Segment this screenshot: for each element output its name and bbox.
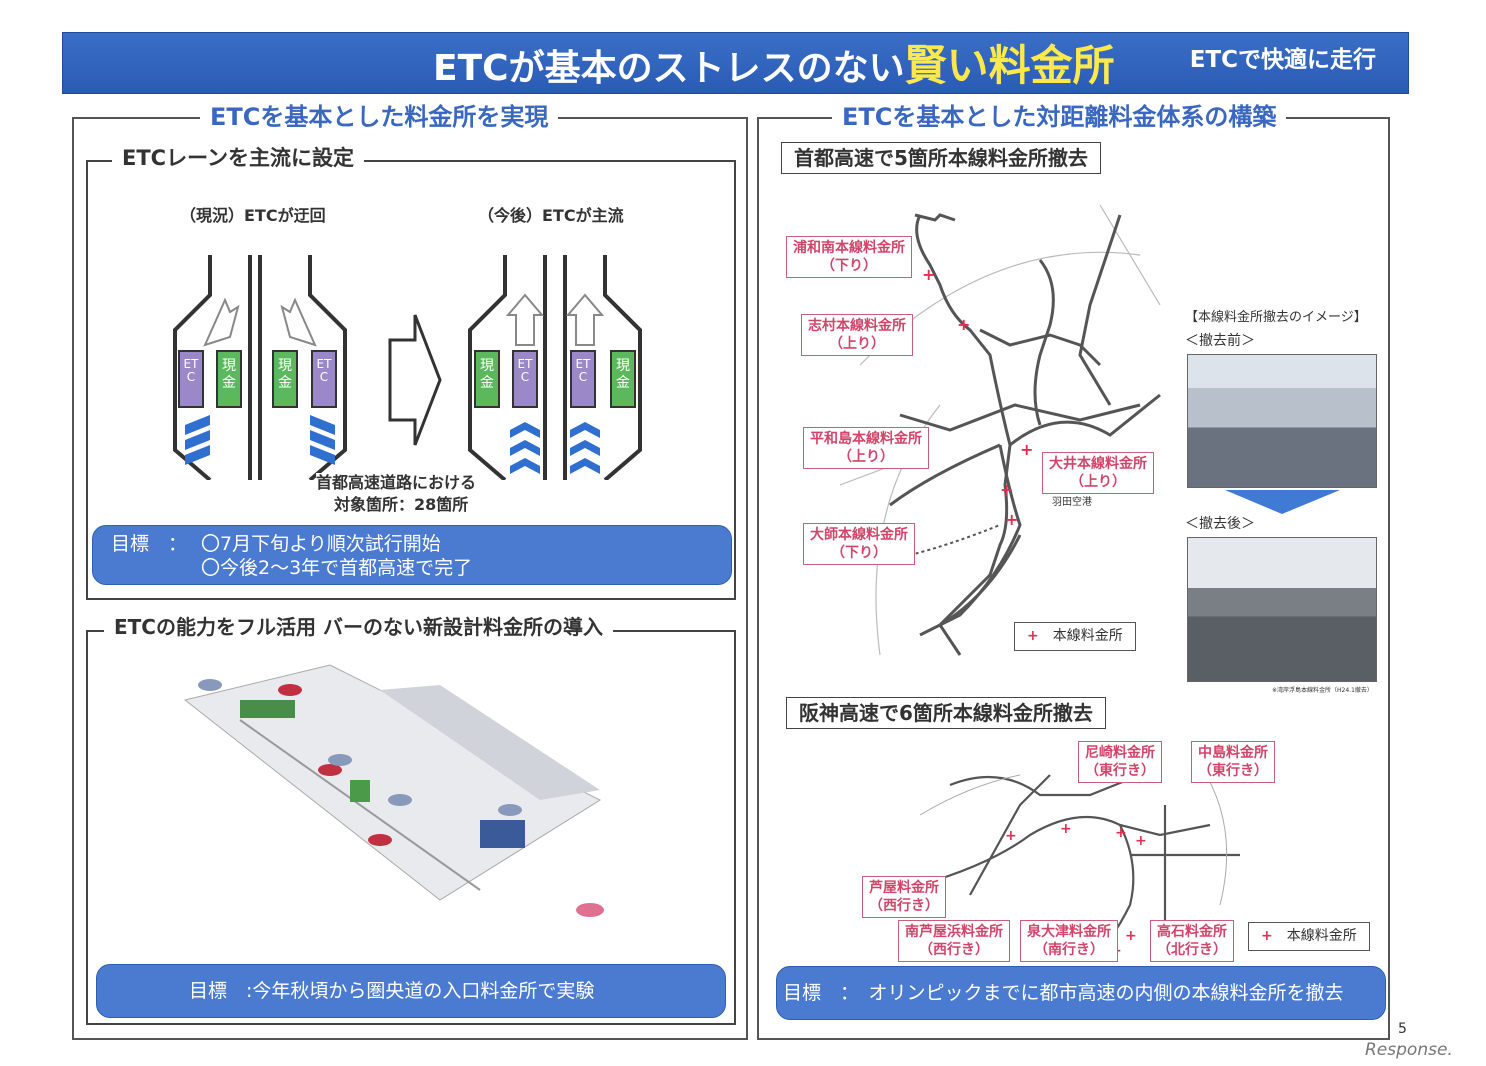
booth-direction: （東行き） bbox=[1198, 763, 1268, 779]
photo-caption: ※湾岸浮島本線料金所（H24.1撤去） bbox=[1272, 687, 1373, 694]
booth-direction: （南行き） bbox=[1034, 942, 1104, 958]
title-main: ETCが基本のストレスのない bbox=[433, 48, 905, 89]
after-photo bbox=[1187, 537, 1377, 682]
booth-name: 志村本線料金所 bbox=[808, 318, 906, 334]
goal-item: 〇7月下旬より順次試行開始 bbox=[201, 533, 441, 555]
svg-text:+: + bbox=[957, 315, 970, 334]
booth-direction: （上り） bbox=[829, 336, 885, 352]
cash-lane: 現金 bbox=[474, 350, 500, 408]
current-label: （現況）ETCが迂回 bbox=[180, 206, 326, 225]
left-panel-title: ETCを基本とした料金所を実現 bbox=[200, 103, 559, 132]
toll-booth-label: 泉大津料金所 （南行き） bbox=[1020, 920, 1118, 962]
etc-lane: ETC bbox=[311, 350, 337, 408]
svg-text:+: + bbox=[1020, 440, 1033, 459]
response-logo: Response. bbox=[1365, 1040, 1453, 1060]
toll-booth-label: 芦屋料金所 （西行き） bbox=[862, 876, 946, 918]
etc-lane: ETC bbox=[512, 350, 538, 408]
tokyo-section-title: 首都高速で5箇所本線料金所撤去 bbox=[781, 142, 1101, 174]
toll-booth-label: 平和島本線料金所 （上り） bbox=[803, 427, 929, 469]
toll-booth-label: 高石料金所 （北行き） bbox=[1150, 920, 1234, 962]
svg-text:+: + bbox=[1060, 821, 1072, 837]
booth-direction: （西行き） bbox=[869, 898, 939, 914]
cash-lane: 現金 bbox=[216, 350, 242, 408]
toll-booth-label: 浦和南本線料金所 （下り） bbox=[786, 236, 912, 278]
arrow-upleft-icon bbox=[280, 297, 317, 347]
map-legend: + 本線料金所 bbox=[1014, 622, 1136, 651]
booth-direction: （東行き） bbox=[1085, 763, 1155, 779]
map-legend: + 本線料金所 bbox=[1248, 922, 1370, 951]
after-label: ＜撤去後＞ bbox=[1185, 516, 1255, 532]
cash-lane: 現金 bbox=[272, 350, 298, 408]
booth-direction: （上り） bbox=[838, 449, 894, 465]
booth-name: 浦和南本線料金所 bbox=[793, 240, 905, 256]
booth-direction: （西行き） bbox=[919, 942, 989, 958]
booth-direction: （下り） bbox=[821, 258, 877, 274]
svg-text:+: + bbox=[1125, 928, 1137, 944]
hanshin-section-title: 阪神高速で6箇所本線料金所撤去 bbox=[786, 697, 1106, 729]
booth-name: 大井本線料金所 bbox=[1049, 456, 1147, 472]
svg-text:+: + bbox=[1135, 833, 1147, 849]
arrow-down-icon bbox=[1225, 490, 1340, 514]
title-banner: ETCが基本のストレスのない賢い料金所 ETCで快適に走行 bbox=[62, 32, 1409, 94]
goal-item: 〇今後2～3年で首都高速で完了 bbox=[201, 557, 473, 579]
etc-lane-title: ETCレーンを主流に設定 bbox=[112, 146, 365, 172]
etc-lane: ETC bbox=[178, 350, 204, 408]
svg-text:+: + bbox=[1005, 828, 1017, 844]
tollgate-illustration bbox=[183, 664, 604, 917]
booth-direction: （下り） bbox=[831, 545, 887, 561]
goal-box-2: 目標 :今年秋頃から圏央道の入口料金所で実験 bbox=[96, 964, 726, 1018]
toll-booth-label: 中島料金所 （東行き） bbox=[1191, 741, 1275, 783]
svg-text:+: + bbox=[1005, 510, 1018, 529]
goal-label: 目標 ： bbox=[111, 533, 188, 555]
svg-text:+: + bbox=[922, 265, 935, 284]
toll-booth-label: 大井本線料金所 （上り） bbox=[1042, 452, 1154, 494]
svg-text:+: + bbox=[1115, 825, 1127, 841]
target-note-2: 対象箇所：28箇所 bbox=[334, 495, 469, 514]
svg-text:+: + bbox=[1000, 480, 1013, 499]
before-label: ＜撤去前＞ bbox=[1185, 333, 1255, 349]
legend-label: 本線料金所 bbox=[1052, 628, 1123, 644]
goal-box-1: 目標 ： 〇7月下旬より順次試行開始 〇今後2～3年で首都高速で完了 bbox=[92, 525, 732, 585]
before-photo bbox=[1187, 354, 1377, 488]
toll-cross-icon: + bbox=[1261, 928, 1273, 944]
arrow-up-icon bbox=[505, 293, 545, 346]
lane-diagram bbox=[173, 255, 642, 480]
cash-lane: 現金 bbox=[610, 350, 636, 408]
etc-lane: ETC bbox=[570, 350, 596, 408]
future-label: （今後）ETCが主流 bbox=[478, 206, 624, 225]
page-subtitle: ETCで快適に走行 bbox=[1189, 47, 1376, 73]
toll-booth-label: 志村本線料金所 （上り） bbox=[801, 314, 913, 356]
booth-name: 平和島本線料金所 bbox=[810, 431, 922, 447]
legend-label: 本線料金所 bbox=[1286, 928, 1357, 944]
target-note-1: 首都高速道路における bbox=[316, 473, 477, 493]
title-emphasis: 賢い料金所 bbox=[904, 41, 1115, 90]
booth-direction: （北行き） bbox=[1157, 942, 1227, 958]
barless-title: ETCの能力をフル活用 バーのない新設計料金所の導入 bbox=[104, 615, 613, 639]
arrow-up-icon bbox=[565, 293, 605, 346]
tokyo-expressway-map: + + + + + bbox=[840, 205, 1161, 656]
page-number: 5 bbox=[1398, 1021, 1407, 1037]
booth-name: 泉大津料金所 bbox=[1027, 924, 1111, 940]
arrow-right-icon bbox=[388, 314, 442, 446]
toll-cross-icon: + bbox=[1027, 628, 1039, 644]
booth-name: 中島料金所 bbox=[1198, 745, 1268, 761]
booth-name: 尼崎料金所 bbox=[1085, 745, 1155, 761]
toll-booth-label: 大師本線料金所 （下り） bbox=[803, 523, 915, 565]
airport-label: 羽田空港 bbox=[1052, 497, 1092, 508]
booth-name: 高石料金所 bbox=[1157, 924, 1227, 940]
arrow-upleft-icon bbox=[203, 297, 240, 347]
toll-booth-label: 南芦屋浜料金所 （西行き） bbox=[898, 920, 1010, 962]
toll-booth-label: 尼崎料金所 （東行き） bbox=[1078, 741, 1162, 783]
etc-lane-section bbox=[86, 160, 736, 600]
booth-name: 大師本線料金所 bbox=[810, 527, 908, 543]
right-panel-title: ETCを基本とした対距離料金体系の構築 bbox=[832, 103, 1287, 132]
booth-name: 芦屋料金所 bbox=[869, 880, 939, 896]
goal-box-3: 目標 ： オリンピックまでに都市高速の内側の本線料金所を撤去 bbox=[776, 966, 1386, 1020]
booth-direction: （上り） bbox=[1070, 474, 1126, 490]
image-title: 【本線料金所撤去のイメージ】 bbox=[1185, 310, 1367, 325]
page-title: ETCが基本のストレスのない賢い料金所 bbox=[433, 41, 1115, 91]
booth-name: 南芦屋浜料金所 bbox=[905, 924, 1003, 940]
